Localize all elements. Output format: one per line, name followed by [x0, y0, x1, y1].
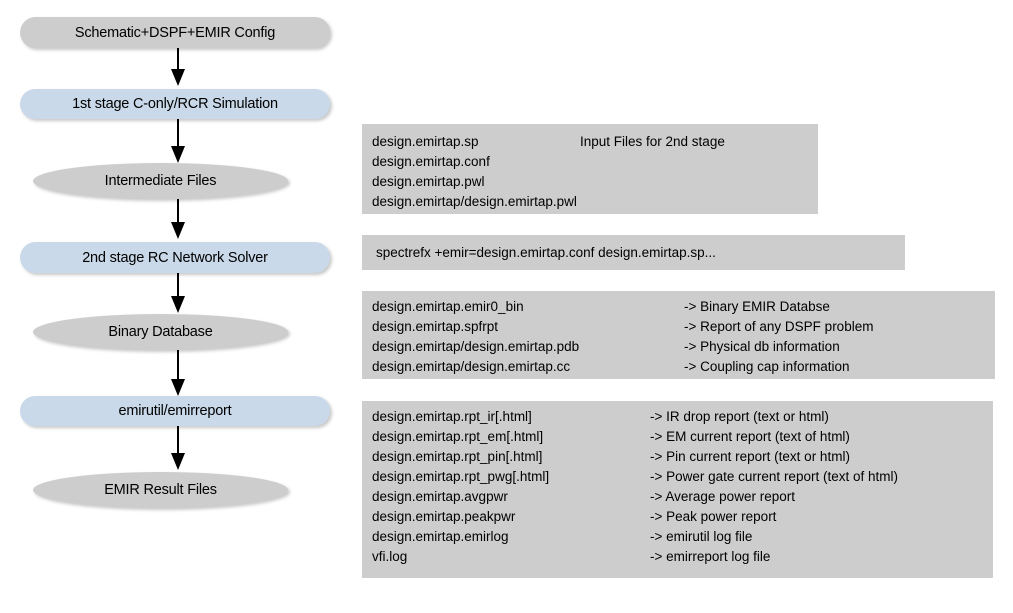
- output-file-name: design.emirtap.emir0_bin: [372, 299, 524, 314]
- output-file-name: design.emirtap.spfrpt: [372, 319, 499, 334]
- output-file-name: design.emirtap.rpt_ir[.html]: [372, 409, 532, 424]
- panel-row: design.emirtap.peakpwr -> Peak power rep…: [372, 507, 993, 527]
- output-file-name: design.emirtap.rpt_pin[.html]: [372, 449, 543, 464]
- panel-row: design.emirtap.sp Input Files for 2nd st…: [372, 132, 818, 152]
- arrow-head: [171, 453, 185, 470]
- process-flow-column: Schematic+DSPF+EMIR Config 1st stage C-o…: [0, 0, 348, 613]
- panel-row: design.emirtap/design.emirtap.cc -> Coup…: [372, 357, 995, 377]
- flow-node-second-stage-rc[interactable]: 2nd stage RC Network Solver: [20, 242, 330, 273]
- flow-node-emir-result-files[interactable]: EMIR Result Files: [33, 472, 288, 508]
- arrow-shaft: [177, 48, 179, 69]
- panel-row: design.emirtap.avgpwr -> Average power r…: [372, 487, 993, 507]
- flow-node-schematic-config[interactable]: Schematic+DSPF+EMIR Config: [20, 17, 330, 48]
- flow-arrow-3: [168, 199, 188, 239]
- panel-row: design.emirtap.spfrpt -> Report of any D…: [372, 317, 995, 337]
- arrow-shaft: [177, 426, 179, 453]
- panel-row: design.emirtap.conf: [372, 152, 818, 172]
- output-file-description: -> emirutil log file: [650, 529, 753, 544]
- flow-node-label: 2nd stage RC Network Solver: [82, 249, 268, 266]
- arrow-head: [171, 296, 185, 313]
- panel-row: design.emirtap/design.emirtap.pdb -> Phy…: [372, 337, 995, 357]
- flow-arrow-1: [168, 48, 188, 86]
- panel-row: spectrefx +emir=design.emirtap.conf desi…: [376, 243, 905, 263]
- flow-node-label: emirutil/emirreport: [118, 403, 232, 419]
- input-files-note: Input Files for 2nd stage: [580, 134, 725, 149]
- output-file-name: design.emirtap.rpt_pwg[.html]: [372, 469, 550, 484]
- output-file-name: design.emirtap.peakpwr: [372, 509, 516, 524]
- flow-arrow-5: [168, 350, 188, 396]
- arrow-head: [171, 379, 185, 396]
- panel-row: design.emirtap/design.emirtap.pwl: [372, 192, 818, 212]
- panel-row: vfi.log -> emirreport log file: [372, 547, 993, 567]
- panel-row: design.emirtap.emir0_bin -> Binary EMIR …: [372, 297, 995, 317]
- panel-input-files: design.emirtap.sp Input Files for 2nd st…: [362, 124, 818, 214]
- output-file-description: -> EM current report (text of html): [650, 429, 850, 444]
- flow-arrow-2: [168, 119, 188, 163]
- output-file-description: -> Pin current report (text or html): [650, 449, 850, 464]
- panel-result-files: design.emirtap.rpt_ir[.html] -> IR drop …: [362, 401, 993, 578]
- output-file-name: design.emirtap.emirlog: [372, 529, 509, 544]
- panel-row: design.emirtap.rpt_ir[.html] -> IR drop …: [372, 407, 993, 427]
- flow-node-binary-database[interactable]: Binary Database: [33, 314, 288, 350]
- flow-node-label: Binary Database: [108, 324, 213, 340]
- output-file-description: -> Peak power report: [650, 509, 777, 524]
- flow-node-label: Schematic+DSPF+EMIR Config: [74, 24, 276, 41]
- flow-node-intermediate-files[interactable]: Intermediate Files: [33, 163, 288, 199]
- output-file-description: -> Report of any DSPF problem: [684, 319, 874, 334]
- output-file-name: design.emirtap/design.emirtap.cc: [372, 359, 571, 374]
- output-file-name: design.emirtap/design.emirtap.pdb: [372, 339, 580, 354]
- panel-row: design.emirtap.rpt_pin[.html] -> Pin cur…: [372, 447, 993, 467]
- arrow-shaft: [177, 273, 179, 296]
- input-file-name: design.emirtap.pwl: [372, 174, 485, 189]
- output-file-description: -> Physical db information: [684, 339, 840, 354]
- input-file-name: design.emirtap/design.emirtap.pwl: [372, 194, 577, 209]
- output-file-name: design.emirtap.rpt_em[.html]: [372, 429, 544, 444]
- panel-row: design.emirtap.rpt_pwg[.html] -> Power g…: [372, 467, 993, 487]
- output-file-description: -> Average power report: [650, 489, 795, 504]
- arrow-head: [171, 222, 185, 239]
- input-file-name: design.emirtap.conf: [372, 154, 490, 169]
- arrow-head: [171, 146, 185, 163]
- output-file-description: -> Power gate current report (text of ht…: [650, 469, 898, 484]
- flow-node-label: EMIR Result Files: [104, 482, 217, 498]
- arrow-shaft: [177, 350, 179, 379]
- flow-node-label: Intermediate Files: [104, 173, 217, 189]
- flow-node-label: 1st stage C-only/RCR Simulation: [72, 96, 278, 112]
- output-file-description: -> emirreport log file: [650, 549, 771, 564]
- command-text: spectrefx +emir=design.emirtap.conf desi…: [376, 245, 716, 260]
- panel-command-line: spectrefx +emir=design.emirtap.conf desi…: [362, 235, 905, 270]
- output-file-description: -> IR drop report (text or html): [650, 409, 829, 424]
- output-file-description: -> Coupling cap information: [684, 359, 850, 374]
- flow-node-first-stage-sim[interactable]: 1st stage C-only/RCR Simulation: [20, 89, 330, 119]
- input-file-name: design.emirtap.sp: [372, 134, 479, 149]
- panel-binary-database-outputs: design.emirtap.emir0_bin -> Binary EMIR …: [362, 291, 995, 379]
- output-file-name: vfi.log: [372, 549, 408, 564]
- output-file-description: -> Binary EMIR Databse: [684, 299, 830, 314]
- flow-node-emirutil-report[interactable]: emirutil/emirreport: [20, 396, 330, 426]
- panel-row: design.emirtap.rpt_em[.html] -> EM curre…: [372, 427, 993, 447]
- flow-arrow-6: [168, 426, 188, 470]
- arrow-head: [171, 69, 185, 86]
- panel-row: design.emirtap.emirlog -> emirutil log f…: [372, 527, 993, 547]
- panel-row: design.emirtap.pwl: [372, 172, 818, 192]
- arrow-shaft: [177, 119, 179, 146]
- flow-arrow-4: [168, 273, 188, 313]
- arrow-shaft: [177, 199, 179, 222]
- output-file-name: design.emirtap.avgpwr: [372, 489, 508, 504]
